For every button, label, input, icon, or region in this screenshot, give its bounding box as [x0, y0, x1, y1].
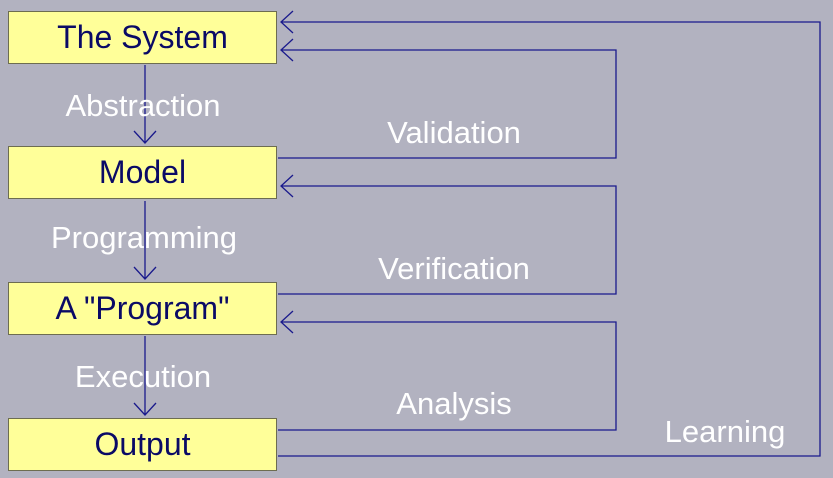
edge-label-analysis: Analysis: [396, 386, 512, 421]
arrow-abstraction: [133, 65, 157, 144]
node-the-system: The System: [8, 11, 277, 64]
edge-label-validation: Validation: [387, 115, 521, 150]
arrow-verification: [278, 174, 617, 295]
node-model-label: Model: [98, 154, 187, 190]
node-program: A "Program": [8, 282, 277, 335]
edge-label-abstraction: Abstraction: [65, 88, 221, 123]
arrow-validation: [278, 38, 617, 159]
node-program-label: A "Program": [55, 290, 230, 326]
node-the-system-label: The System: [57, 19, 228, 55]
arrow-programming: [133, 201, 157, 280]
node-output-label: Output: [94, 426, 191, 462]
node-output: Output: [8, 418, 277, 471]
node-model: Model: [8, 146, 277, 199]
edge-label-execution: Execution: [74, 359, 212, 394]
arrow-execution: [133, 336, 157, 416]
edge-label-learning: Learning: [664, 414, 786, 449]
edge-label-programming: Programming: [50, 220, 238, 255]
edge-label-verification: Verification: [378, 251, 530, 286]
arrow-learning: [278, 10, 821, 457]
arrow-analysis: [278, 310, 617, 431]
